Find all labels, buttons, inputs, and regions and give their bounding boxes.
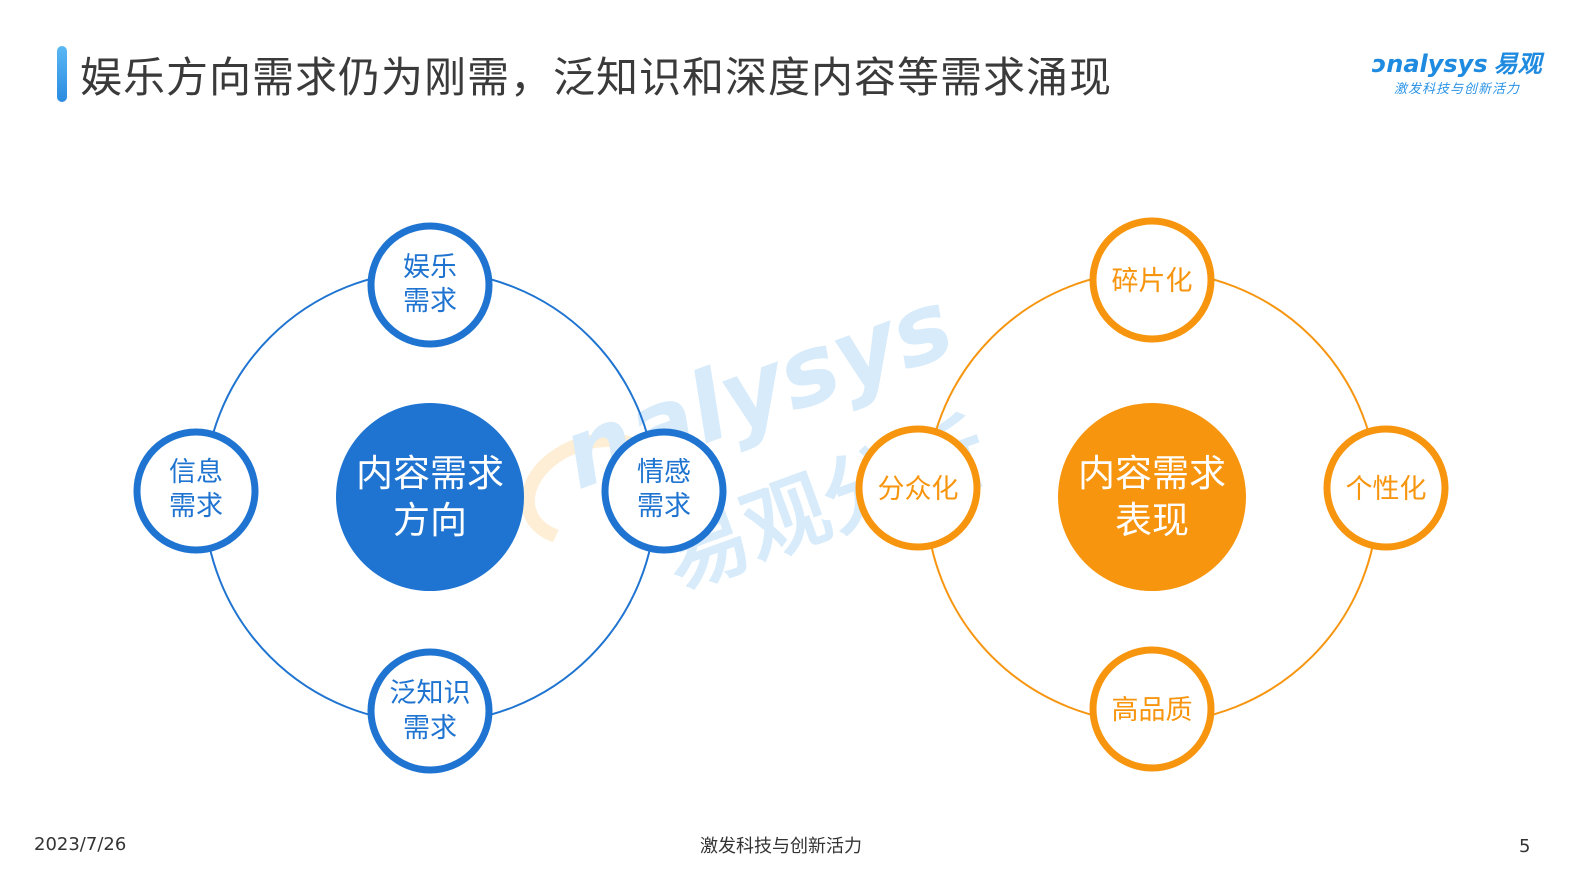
logo-swoosh-icon: ↄ (1372, 50, 1387, 78)
right-center-line2: 表现 (1115, 499, 1189, 542)
left-node-top-line2: 需求 (403, 286, 457, 317)
right-node-left-label: 分众化 (878, 474, 959, 505)
left-node-left-line1: 信息 (169, 457, 223, 488)
left-diagram: 内容需求 方向 娱乐 需求 信息 需求 情感 需求 泛知识 需求 (133, 222, 727, 774)
left-node-bottom-line2: 需求 (403, 713, 457, 744)
left-node-right: 情感 需求 (601, 428, 727, 554)
right-node-bottom-label: 高品质 (1112, 695, 1193, 726)
right-node-top-label: 碎片化 (1112, 266, 1193, 297)
left-node-top: 娱乐 需求 (367, 222, 493, 348)
page-title: 娱乐方向需求仍为刚需，泛知识和深度内容等需求涌现 (80, 53, 1113, 102)
right-node-left: 分众化 (855, 425, 981, 551)
title-accent-bar (57, 46, 67, 102)
left-center-line1: 内容需求 (356, 452, 504, 495)
left-node-right-line2: 需求 (637, 491, 691, 522)
footer-date: 2023/7/26 (34, 834, 127, 855)
footer-tagline: 激发科技与创新活力 (700, 836, 862, 857)
right-node-top: 碎片化 (1089, 217, 1215, 343)
right-center-circle (1058, 403, 1246, 591)
left-node-bottom: 泛知识 需求 (367, 648, 493, 774)
left-node-top-line1: 娱乐 (403, 252, 457, 283)
left-center-line2: 方向 (393, 499, 467, 542)
logo-brand-cn: 易观 (1493, 50, 1542, 78)
left-center-circle (336, 403, 524, 591)
logo-brand-en: nalysys (1386, 50, 1488, 78)
right-node-bottom: 高品质 (1089, 646, 1215, 772)
logo-tagline: 激发科技与创新活力 (1394, 82, 1521, 97)
left-node-right-line1: 情感 (637, 457, 691, 488)
right-node-right-label: 个性化 (1346, 474, 1427, 505)
right-diagram: 内容需求 表现 碎片化 分众化 个性化 高品质 (855, 217, 1449, 772)
left-node-left: 信息 需求 (133, 428, 259, 554)
left-node-left-line2: 需求 (169, 491, 223, 522)
page-number: 5 (1519, 836, 1531, 857)
right-center-line1: 内容需求 (1078, 452, 1226, 495)
right-node-right: 个性化 (1323, 425, 1449, 551)
left-node-bottom-line1: 泛知识 (390, 678, 471, 709)
